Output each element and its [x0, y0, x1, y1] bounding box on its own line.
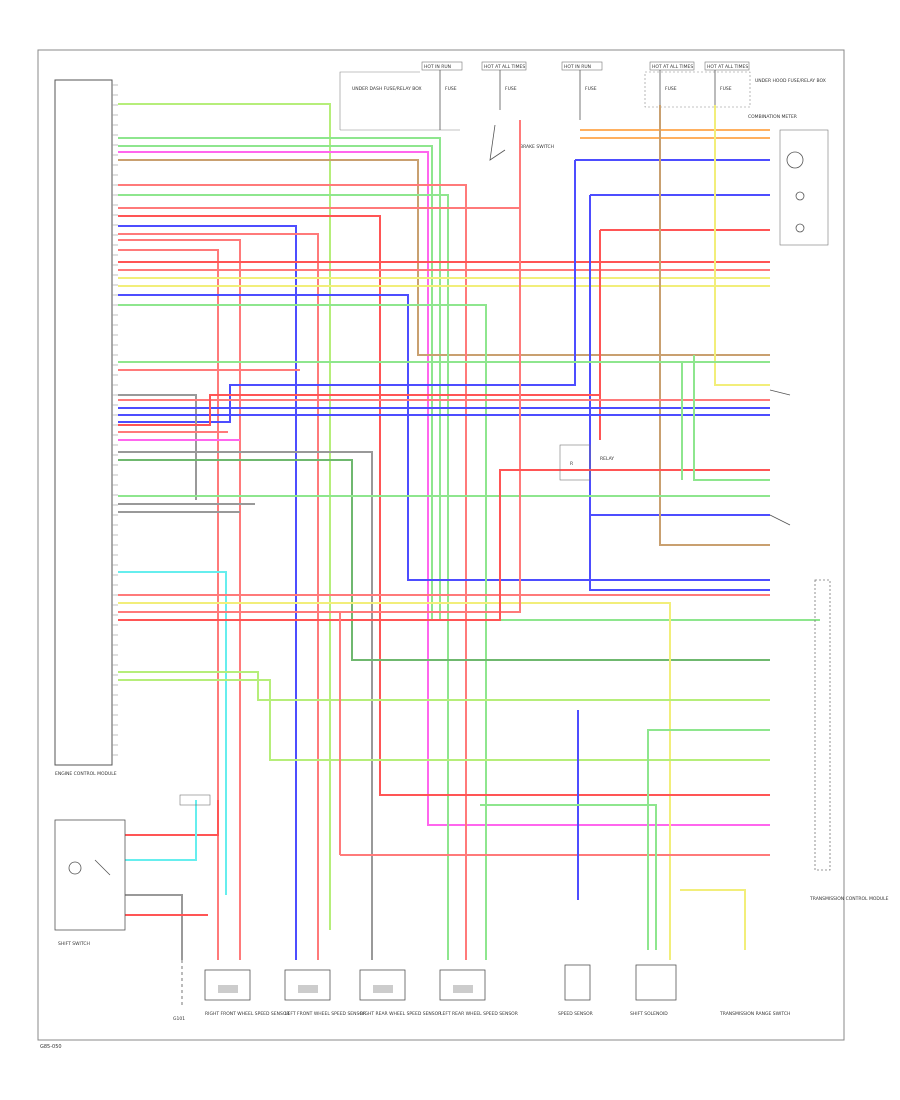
hot-box-label: HOT AT ALL TIMES — [484, 64, 525, 70]
under-hood-label: UNDER HOOD FUSE/RELAY BOX — [755, 78, 826, 84]
diagram-code: G85-050 — [40, 1044, 62, 1050]
sensor-label: LEFT FRONT WHEEL SPEED SENSOR — [285, 1011, 366, 1017]
sensor-label: TRANSMISSION RANGE SWITCH — [719, 1011, 790, 1017]
ecm-module: ENGINE CONTROL MODULE — [54, 79, 117, 777]
sensor-label: RIGHT REAR WHEEL SPEED SENSOR — [360, 1011, 441, 1017]
brake-switch: BRAKE SWITCH — [489, 124, 554, 161]
combination-meter: COMBINATION METER — [748, 114, 829, 246]
relay-icon: R — [570, 461, 573, 467]
sensor-icon — [68, 861, 82, 875]
sensor-connector-icon — [359, 969, 406, 1001]
ground-icon: G101 — [173, 960, 185, 1022]
tcm-module: SHIFT SWITCH — [54, 794, 211, 947]
hot-box-label: HOT IN RUN — [424, 64, 451, 70]
diagram-frame — [37, 49, 845, 1041]
motor-icon — [786, 151, 804, 169]
switch-icon — [769, 514, 791, 526]
hot-box-label: HOT AT ALL TIMES — [652, 64, 693, 70]
shift-switch: TRANSMISSION CONTROL MODULE — [769, 389, 889, 902]
wires — [118, 103, 820, 960]
brake-switch-label: BRAKE SWITCH — [520, 144, 554, 150]
sensor-connector-icon — [204, 969, 251, 1001]
sensor-connector-icon — [564, 964, 591, 1001]
sensor-connector-icon — [635, 964, 677, 1001]
sensor-label: LEFT REAR WHEEL SPEED SENSOR — [440, 1011, 518, 1017]
fuse-icon: FUSE — [665, 86, 677, 92]
hot-box-label: HOT IN RUN — [564, 64, 591, 70]
bottom-sensors: RIGHT FRONT WHEEL SPEED SENSOR LEFT FRON… — [204, 964, 790, 1017]
ecm-pin-column — [112, 84, 118, 756]
tcm-label: TRANSMISSION CONTROL MODULE — [809, 896, 889, 902]
svg-text:G101: G101 — [173, 1016, 185, 1022]
sensor-connector-icon — [284, 969, 331, 1001]
fuse-icon: FUSE — [505, 86, 517, 92]
relay-label: RELAY — [600, 456, 614, 462]
combination-meter-label: COMBINATION METER — [748, 114, 797, 120]
sensor-label: SHIFT SOLENOID — [630, 1011, 668, 1017]
fuse-icon: FUSE — [585, 86, 597, 92]
relay-box: R RELAY — [559, 444, 614, 481]
sensor-connector-icon — [439, 969, 486, 1001]
under-dash-label: UNDER DASH FUSE/RELAY BOX — [352, 86, 422, 92]
sensor-label: SPEED SENSOR — [558, 1011, 593, 1017]
hot-box-label: HOT AT ALL TIMES — [707, 64, 748, 70]
fuse-icon: FUSE — [720, 86, 732, 92]
fuse-icon: FUSE — [445, 86, 457, 92]
power-feeds: HOT IN RUN HOT AT ALL TIMES HOT IN RUN H… — [339, 61, 826, 131]
sensor-label: RIGHT FRONT WHEEL SPEED SENSOR — [205, 1011, 290, 1017]
shift-switch-label: SHIFT SWITCH — [58, 941, 90, 947]
switch-icon — [769, 389, 791, 396]
ecm-label: ENGINE CONTROL MODULE — [55, 771, 117, 777]
